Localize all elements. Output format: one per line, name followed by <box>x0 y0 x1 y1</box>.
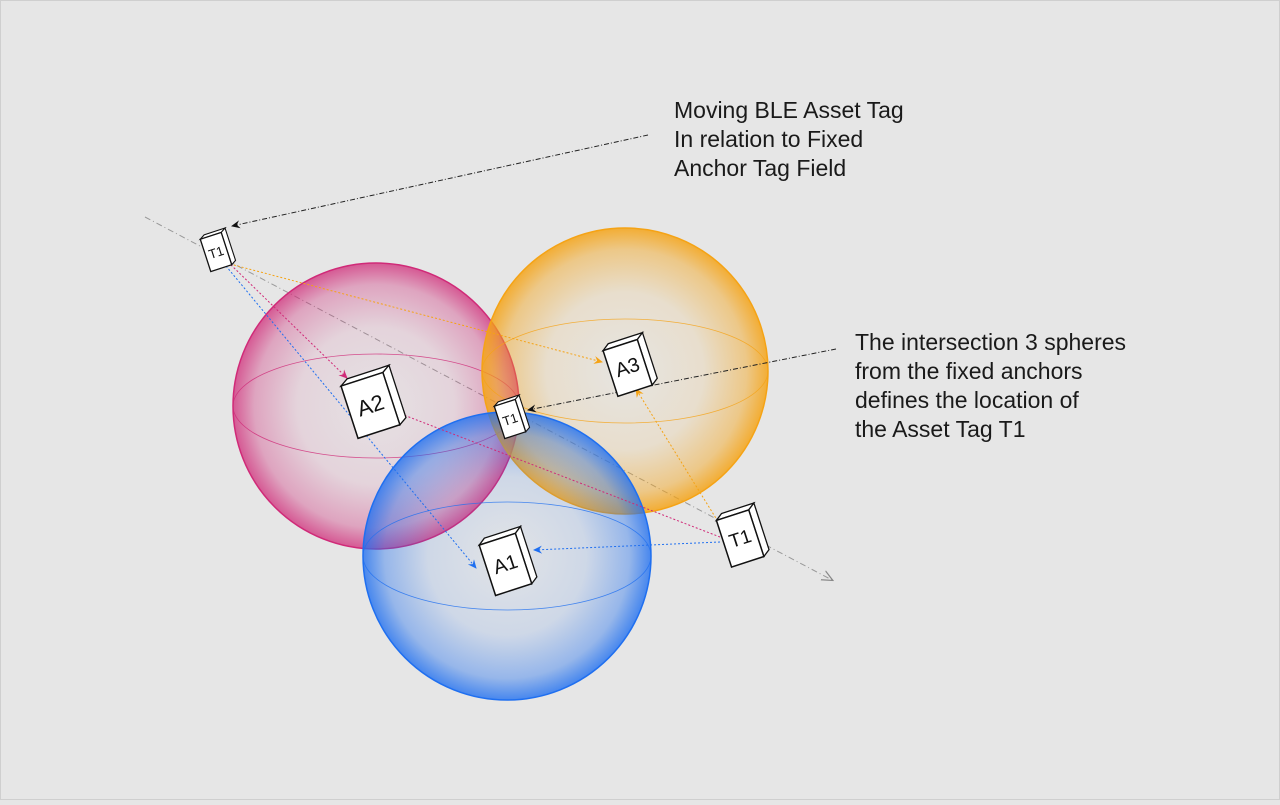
range-line-end-a1 <box>533 541 721 554</box>
moving-tag-caption-line: Anchor Tag Field <box>674 155 847 181</box>
leader-moving-tag <box>231 134 649 229</box>
range-line-end-a2 <box>395 411 721 538</box>
intersection-caption-line: the Asset Tag T1 <box>855 416 1026 442</box>
moving-tag-caption: Moving BLE Asset Tag In relation to Fixe… <box>674 96 904 183</box>
tag-t1-intersection-label: T1 <box>501 410 520 429</box>
range-line-start-a3 <box>229 263 603 364</box>
anchor-a1: A1 <box>477 525 538 597</box>
intersection-caption: The intersection 3 spheres from the fixe… <box>855 328 1126 444</box>
tag-t1-end: T1 <box>714 501 770 568</box>
leader-intersection <box>527 348 837 413</box>
moving-tag-caption-line: Moving BLE Asset Tag <box>674 97 904 123</box>
intersection-caption-line: The intersection 3 spheres <box>855 329 1127 355</box>
tag-t1-start-label: T1 <box>207 243 226 262</box>
intersection-caption-line: from the fixed anchors <box>855 358 1083 384</box>
moving-tag-caption-line: In relation to Fixed <box>674 126 864 152</box>
tag-t1-intersection: T1 <box>492 393 531 440</box>
anchor-a3: A3 <box>601 331 658 398</box>
range-line-end-a3 <box>635 388 723 529</box>
tag-t1-start: T1 <box>198 226 237 273</box>
anchor-a2: A2 <box>339 363 407 440</box>
intersection-caption-line: defines the location of <box>855 387 1079 413</box>
